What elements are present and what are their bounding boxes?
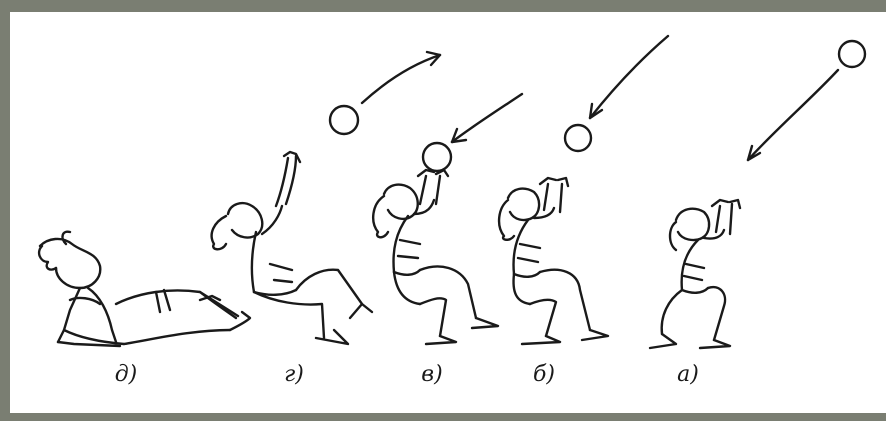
- figure-label-a: а): [658, 362, 718, 387]
- figure-label-g: г): [264, 362, 324, 387]
- figure-b: [499, 178, 608, 344]
- arrow-b: [590, 36, 668, 118]
- arrow-a: [748, 70, 838, 160]
- ball-g: [330, 106, 358, 134]
- figure-label-b: б): [514, 362, 574, 387]
- arrow-v: [452, 94, 522, 142]
- arrow-g: [362, 55, 440, 103]
- figure-v: [373, 170, 498, 344]
- ball-v: [423, 143, 451, 171]
- ball-trajectories: [330, 36, 865, 171]
- figure-label-v: в): [402, 362, 462, 387]
- figure-label-d: д): [96, 362, 156, 387]
- figure-a: [650, 200, 740, 348]
- ball-a: [839, 41, 865, 67]
- ball-b: [565, 125, 591, 151]
